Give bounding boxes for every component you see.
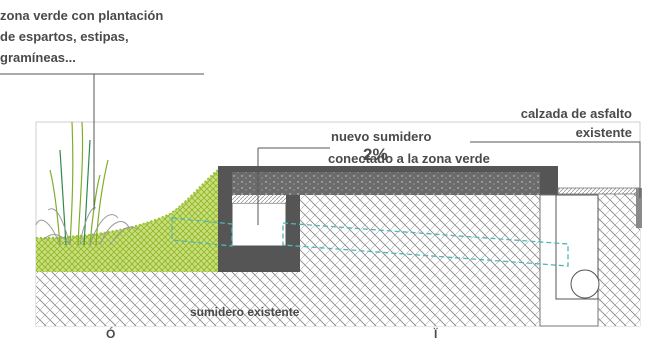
label-drain-1: nuevo sumidero: [331, 129, 431, 144]
new-drain-floor: [218, 246, 300, 272]
road-curb-left: [218, 166, 232, 195]
label-slope: 2%: [363, 145, 388, 164]
existing-road-post: [636, 188, 642, 228]
label-road-2: existente: [576, 125, 632, 140]
road-curb-right: [540, 166, 558, 195]
existing-drain-pipe: [570, 269, 600, 299]
label-drain-2: conectado a la zona verde: [328, 151, 490, 166]
pipe-right: [282, 222, 569, 267]
leader-lines: [0, 73, 641, 225]
label-road-1: calzada de asfalto: [521, 106, 632, 121]
green-zone-slope: [36, 170, 218, 272]
new-drain-inner: [231, 202, 287, 247]
label-green-zone-1: zona verde con plantación: [0, 8, 163, 23]
road-slab-top: [218, 166, 558, 172]
label-green-zone-3: gramíneas...: [0, 50, 76, 65]
pipe-left: [171, 217, 233, 247]
road-asphalt: [232, 172, 540, 195]
ground-right: [598, 192, 640, 326]
grass-plants: [49, 121, 109, 246]
grass-tufts: [35, 207, 139, 246]
label-bottom-left: Ó: [106, 326, 115, 338]
label-green-zone-2: de espartos, estipas,: [0, 29, 129, 44]
label-existing-drain: sumidero existente: [190, 305, 300, 319]
existing-road-edge: [557, 187, 641, 195]
label-bottom-right: Ï: [433, 326, 438, 338]
new-drain-grate: [232, 195, 286, 203]
